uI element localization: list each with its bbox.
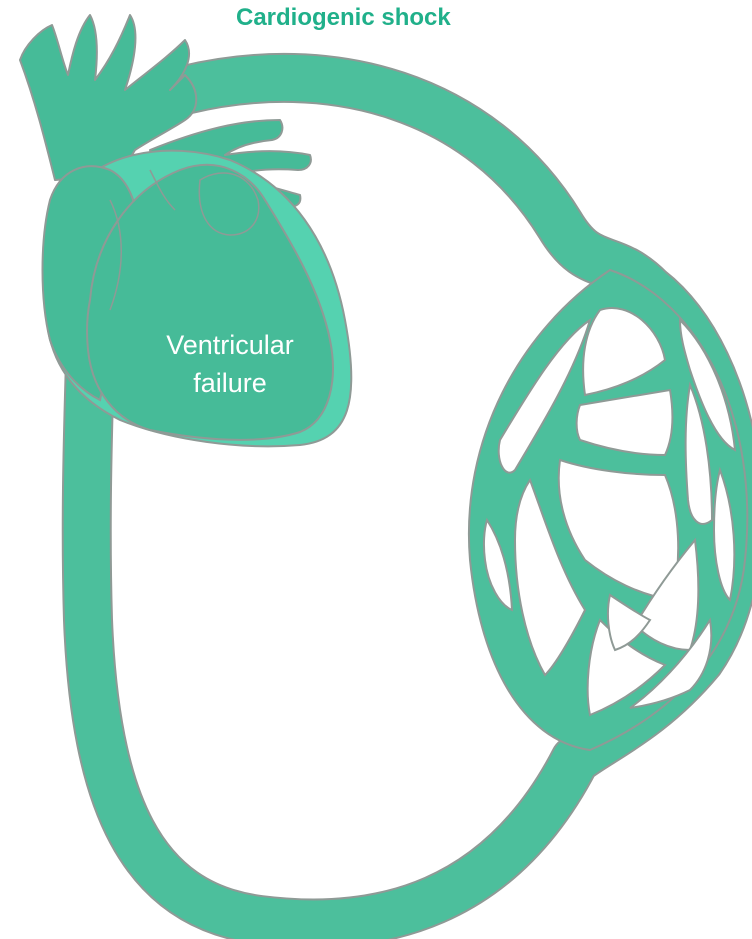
heart-label-line2: failure <box>193 368 267 398</box>
heart-label-line1: Ventricular <box>166 330 294 360</box>
